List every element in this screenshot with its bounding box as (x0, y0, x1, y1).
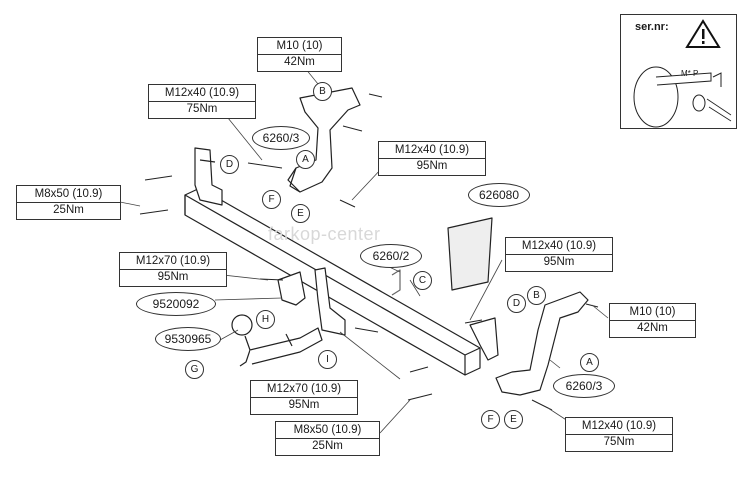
part-626080: 626080 (468, 183, 530, 207)
serial-number-label: ser.nr: (635, 21, 669, 33)
letter-b-top: B (313, 82, 332, 101)
part-9520092: 9520092 (136, 292, 216, 316)
spec-m8x50-left: M8x50 (10.9) 25Nm (16, 185, 121, 220)
letter-f-top: F (262, 190, 281, 209)
warning-triangle-icon (633, 19, 732, 128)
spec-m8x50-bottom: M8x50 (10.9) 25Nm (275, 421, 380, 456)
letter-d-left: D (220, 155, 239, 174)
letter-i: I (318, 350, 337, 369)
part-9530965: 9530965 (155, 327, 221, 351)
spec-m10-right: M10 (10) 42Nm (609, 303, 696, 338)
letter-a-right: A (580, 353, 599, 372)
spec-m12x40-upper-left: M12x40 (10.9) 75Nm (148, 84, 256, 119)
letter-a-top: A (296, 150, 315, 169)
letter-h: H (256, 310, 275, 329)
socket-plate (447, 217, 493, 291)
spec-m12x40-bottom-right: M12x40 (10.9) 75Nm (565, 417, 673, 452)
letter-e-bottom: E (504, 410, 523, 429)
right-side-bracket (469, 317, 499, 361)
letter-f-bottom: F (481, 410, 500, 429)
letter-d-right: D (507, 294, 526, 313)
watermark-text: farkop-center (268, 224, 381, 244)
letter-e-top: E (291, 204, 310, 223)
letter-c: C (413, 271, 432, 290)
spec-m12x40-upper-right: M12x40 (10.9) 95Nm (378, 141, 486, 176)
part-6260-2: 6260/2 (360, 244, 422, 268)
spec-m12x40-mid-right: M12x40 (10.9) 95Nm (505, 237, 613, 272)
left-side-bracket (194, 147, 223, 206)
letter-b-right: B (527, 286, 546, 305)
serial-plate-text: M* P (681, 69, 699, 78)
ball-neck (231, 314, 323, 367)
spec-m12x70-left: M12x70 (10.9) 95Nm (119, 252, 227, 287)
part-6260-3-top: 6260/3 (252, 126, 310, 150)
center-bracket (277, 267, 346, 336)
lower-mounting-arm (495, 291, 589, 396)
part-6260-3-bottom: 6260/3 (553, 374, 615, 398)
spec-m12x70-bottom: M12x70 (10.9) 95Nm (250, 380, 358, 415)
serial-number-warning-box: ser.nr: M* P (620, 14, 737, 129)
spec-m10-top: M10 (10) 42Nm (257, 37, 342, 72)
crossbar-tube (184, 187, 481, 376)
letter-g: G (185, 360, 204, 379)
